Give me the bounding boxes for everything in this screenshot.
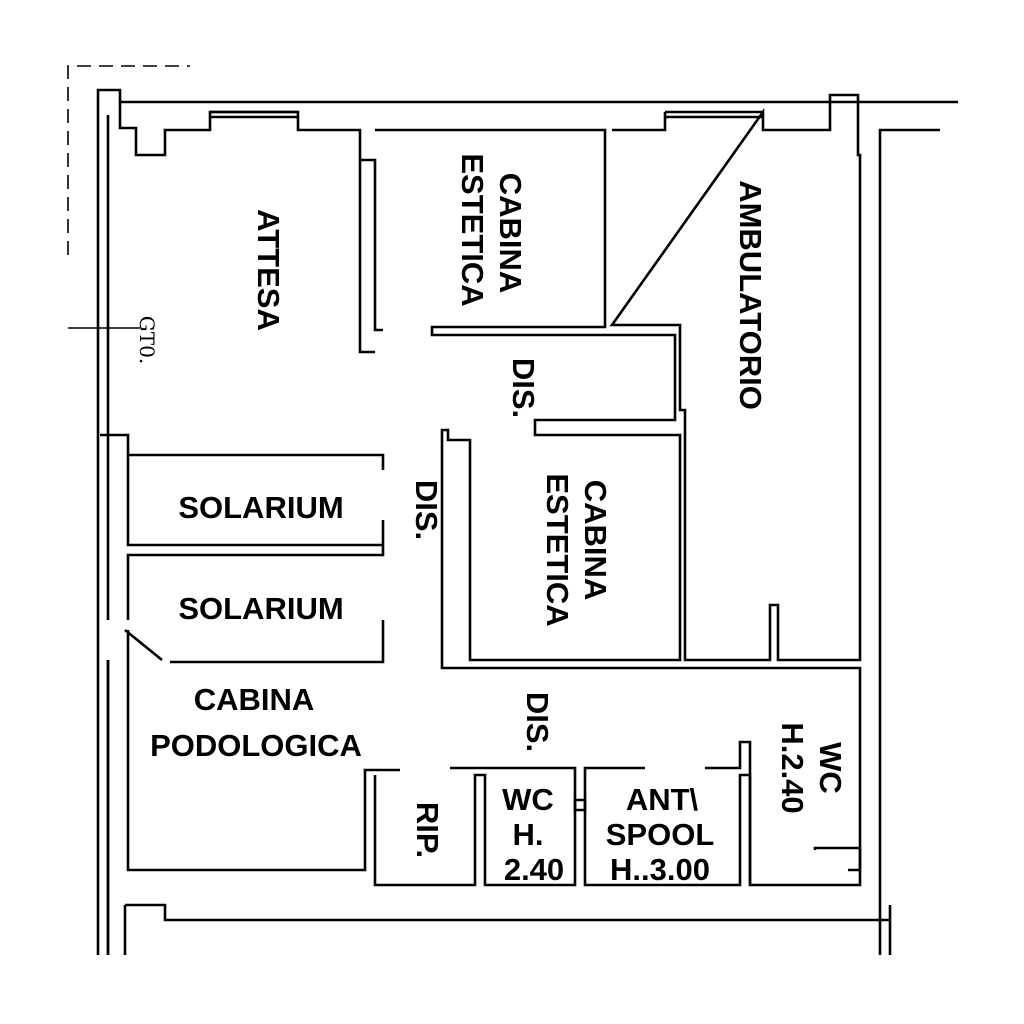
room-label-cabina-estetica-1a: CABINA (493, 173, 528, 294)
labels: ATTESA CABINA ESTETICA AMBULATORIO DIS. … (135, 153, 848, 887)
room-label-cabina-podologica-2: PODOLOGICA (150, 728, 362, 763)
room-label-antispogl-2: SPOOL (606, 817, 715, 852)
room-label-cabina-podologica-1: CABINA (194, 682, 315, 717)
room-label-ambulatorio: AMBULATORIO (733, 180, 768, 410)
room-label-wc-1c: 2.40 (504, 852, 564, 887)
dashed-boundary (67, 65, 190, 255)
wall-cabina-estetica (375, 128, 862, 872)
room-label-cabina-estetica-1b: ESTETICA (455, 153, 490, 306)
room-label-wc-2a: WC (813, 742, 848, 794)
outer-wall-top (96, 88, 958, 955)
room-label-wc-1b: H. (513, 817, 544, 852)
wall-bottom (106, 660, 890, 955)
room-label-wc-2b: H.2.40 (775, 722, 810, 813)
entrance-label: GT0. (135, 316, 159, 364)
wall-ambulatorio (609, 93, 862, 662)
room-label-dis-2: DIS. (409, 480, 444, 540)
wall-services-top (450, 740, 752, 885)
room-label-cabina-estetica-2b: ESTETICA (540, 473, 575, 626)
room-label-antispogl-3: H..3.00 (610, 852, 710, 887)
wall-podologica (124, 620, 385, 664)
room-label-solarium-2: SOLARIUM (178, 591, 343, 626)
room-label-dis-3: DIS. (520, 692, 555, 752)
room-label-dis-1: DIS. (506, 358, 541, 418)
room-label-solarium-1: SOLARIUM (178, 490, 343, 525)
room-label-rip: RIP. (410, 802, 445, 858)
windows (210, 110, 763, 119)
room-label-antispogl-1: ANT\ (626, 782, 699, 817)
room-label-wc-1a: WC (502, 782, 554, 817)
room-label-attesa: ATTESA (251, 209, 286, 331)
room-label-cabina-estetica-2a: CABINA (578, 480, 613, 601)
walls (67, 65, 958, 955)
wall-services (373, 773, 862, 887)
wall-right (878, 128, 940, 955)
